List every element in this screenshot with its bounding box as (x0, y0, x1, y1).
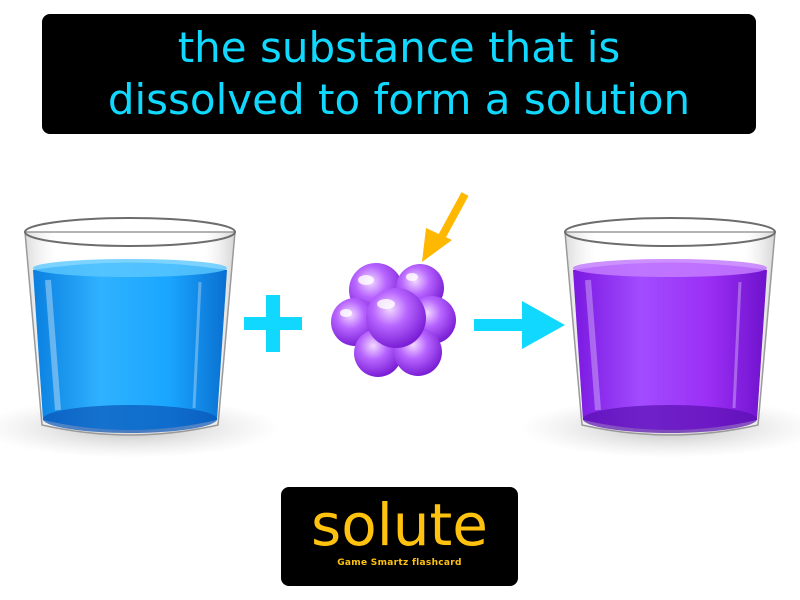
glass-of-solution-icon (520, 217, 800, 458)
definition-line-2: dissolved to form a solution (107, 75, 691, 124)
glass-of-solvent-icon (0, 217, 280, 458)
term-box: solute Game Smartz flashcard (281, 487, 518, 586)
plus-icon (244, 295, 302, 352)
credit-label: Game Smartz flashcard (337, 558, 462, 568)
term-word: solute (310, 491, 488, 559)
definition-line-1: the substance that is (177, 23, 621, 72)
definition-box: the substance that is dissolved to form … (42, 14, 756, 134)
right-arrow-icon (474, 301, 565, 349)
solute-cluster-icon (331, 263, 456, 377)
pointer-arrow-icon (422, 192, 469, 262)
illustration (0, 192, 800, 458)
